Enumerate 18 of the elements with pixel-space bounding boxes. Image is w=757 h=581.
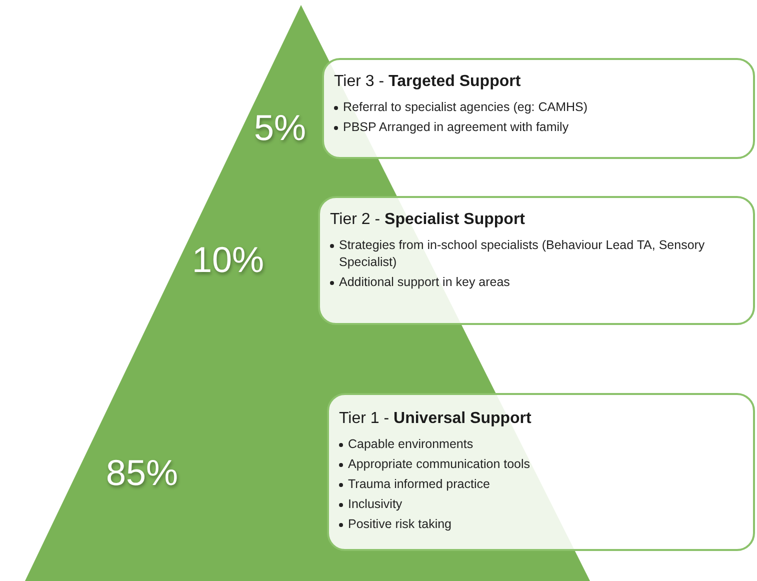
percentage-label: 5%: [254, 110, 306, 146]
tier-heading: Tier 2 - Specialist Support: [330, 210, 526, 230]
bullet-text: Strategies from in-school specialists (Behaviour Lead TA, Sensory Specialist): [339, 238, 705, 269]
tier-box: [322, 58, 755, 159]
bullet-text: PBSP Arranged in agreement with family: [343, 120, 569, 134]
bullet-text: Referral to specialist agencies (eg: CAMHS): [343, 100, 588, 114]
tier-box: [327, 393, 755, 551]
tier-heading: Tier 1 - Universal Support: [339, 409, 532, 429]
bullet-text: Additional support in key areas: [339, 275, 510, 289]
tier-box: [318, 196, 755, 325]
percentage-label: 10%: [192, 242, 264, 278]
bullet-text: Positive risk taking: [348, 517, 452, 531]
bullet-text: Capable environments: [348, 437, 474, 451]
bullet-text: Inclusivity: [348, 497, 402, 511]
bullet-text: Appropriate communication tools: [348, 457, 530, 471]
tier-heading: Tier 3 - Targeted Support: [334, 72, 522, 92]
percentage-label: 85%: [106, 455, 178, 491]
bullet-text: Trauma informed practice: [348, 477, 490, 491]
